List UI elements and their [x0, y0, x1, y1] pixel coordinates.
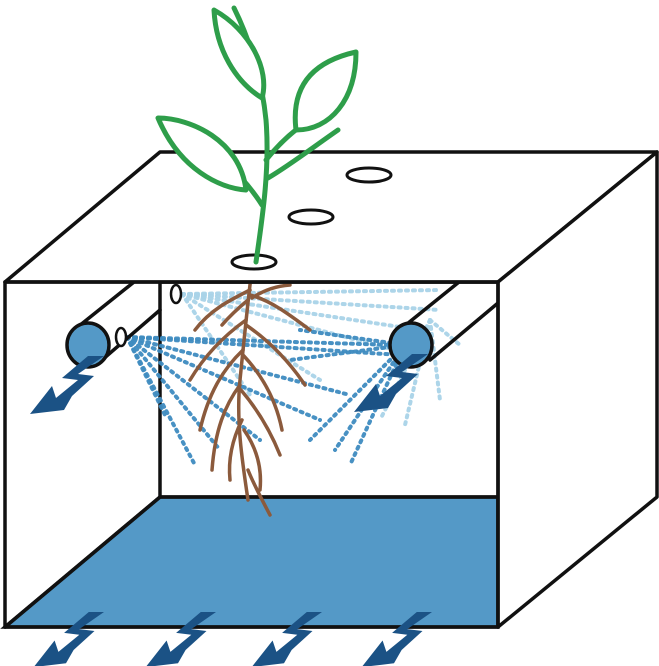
leaf-right	[292, 49, 359, 133]
root-9	[227, 418, 244, 482]
plant-icon	[155, 5, 359, 265]
root-5	[198, 348, 245, 432]
left-pipe-bottom-edge	[100, 308, 162, 362]
right-pipe-bottom-edge	[428, 301, 500, 362]
mist-spray	[125, 288, 462, 467]
root-8	[239, 388, 282, 457]
back-left-mist-ray-5	[180, 292, 322, 382]
front-left-mist-ray-4	[125, 335, 322, 422]
right-pipe-top-edge	[400, 280, 461, 330]
back-left-mist-ray-4	[180, 292, 397, 352]
plant-branch-right-low	[265, 127, 341, 181]
right-pipe-mist-ray-2	[428, 318, 442, 402]
leaf-top	[211, 7, 267, 101]
front-left-mist-ray-6	[125, 335, 222, 452]
right-pipe-mist-dark-ray-1	[298, 328, 407, 347]
root-11	[246, 468, 272, 517]
flow-arrows	[30, 354, 432, 666]
root-6	[241, 353, 284, 432]
drain-arrow-3	[252, 612, 322, 666]
drain-arrow-4	[362, 612, 432, 666]
back-left-mist-ray-1	[180, 288, 442, 296]
reservoir-left-edge	[3, 495, 162, 629]
front-left-mist-ray-3	[125, 335, 352, 397]
right-pipe-flow-arrow	[354, 354, 428, 412]
root-3	[188, 318, 248, 382]
front-left-nozzle	[114, 326, 128, 348]
root-7	[210, 383, 242, 472]
root-13	[250, 283, 292, 300]
drain-arrow-1	[34, 612, 104, 666]
root-10	[242, 428, 263, 492]
back-left-mist-ray-2	[180, 292, 442, 312]
left-pipe-flow-arrow	[30, 356, 104, 414]
lid-hole-back	[345, 166, 393, 184]
left-spray-pipe	[65, 280, 162, 369]
root-system	[188, 266, 312, 517]
right-pipe-mist-dark-ray-3	[308, 343, 407, 442]
front-left-mist-ray-8	[125, 335, 167, 417]
back-left-mist-ray-3	[180, 292, 422, 332]
back-left-nozzle	[169, 283, 183, 305]
lid-hole-middle	[287, 208, 335, 226]
root-4	[244, 323, 307, 387]
drain-arrow-2	[146, 612, 216, 666]
root-12	[220, 298, 250, 327]
right-spray-pipe	[388, 280, 500, 369]
nutrient-reservoir	[0, 495, 500, 629]
right-pipe-mist-dark-ray-2	[288, 343, 407, 362]
leaf-left	[155, 115, 249, 193]
right-pipe-mist-ray-1	[428, 318, 462, 347]
root-1	[193, 288, 252, 332]
